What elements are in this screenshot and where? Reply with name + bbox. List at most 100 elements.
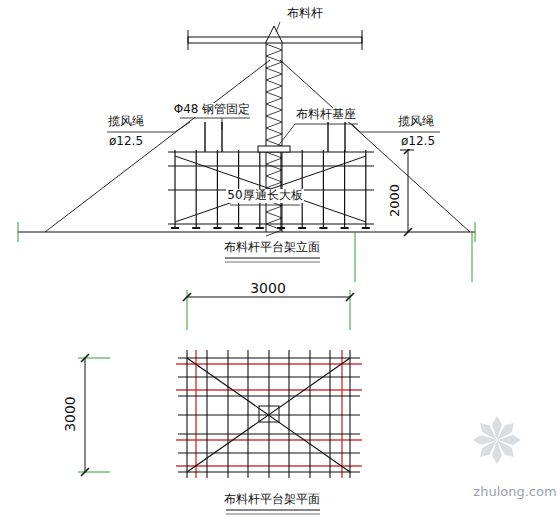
leader-line bbox=[276, 22, 280, 32]
mast-lacing bbox=[266, 44, 282, 50]
base-plate bbox=[277, 227, 285, 229]
plan-rail-line bbox=[178, 395, 360, 396]
mast-lacing bbox=[266, 98, 282, 104]
plan-post-line bbox=[186, 350, 187, 478]
boom-end bbox=[188, 30, 189, 50]
dimension-tick bbox=[404, 228, 412, 236]
boom-base bbox=[258, 146, 290, 152]
frame-line bbox=[472, 232, 473, 282]
mast-lacing bbox=[266, 230, 282, 236]
watermark-logo bbox=[473, 416, 521, 464]
callout-label: 揽风绳 bbox=[107, 115, 145, 129]
base-plate bbox=[256, 227, 264, 229]
callout-label: 布料杆基座 bbox=[295, 108, 357, 122]
mast-lacing bbox=[266, 50, 282, 56]
plan-post-line bbox=[227, 350, 228, 478]
mast-lacing bbox=[266, 152, 282, 158]
plan-rail-line bbox=[178, 357, 360, 358]
mast-lacing bbox=[266, 182, 282, 188]
title-underline bbox=[225, 262, 320, 263]
dimension-text: 3000 bbox=[249, 280, 287, 296]
mast-lacing bbox=[266, 74, 282, 80]
callout-label: ø12.5 bbox=[400, 135, 436, 149]
scaffold-post bbox=[365, 150, 366, 228]
scaffold-rail bbox=[168, 165, 374, 166]
mast-chord bbox=[266, 42, 267, 232]
view-title: 布料杆平台架平面 bbox=[223, 493, 321, 507]
break-mark bbox=[18, 222, 19, 242]
dimension-tick bbox=[81, 354, 89, 362]
scaffold-post bbox=[323, 150, 324, 228]
boom-base-plan bbox=[259, 406, 279, 422]
break-mark bbox=[475, 222, 476, 242]
boom-arm bbox=[188, 37, 362, 43]
mast-lacing bbox=[266, 212, 282, 218]
fixing-tube bbox=[344, 122, 345, 152]
leader-underline bbox=[295, 124, 358, 125]
base-plate bbox=[341, 227, 349, 229]
callout-label: Φ48 钢管固定 bbox=[173, 103, 252, 117]
mast-lacing bbox=[266, 134, 282, 140]
plan-rail-line bbox=[178, 471, 360, 472]
scaffold-post bbox=[217, 150, 218, 228]
plan-post-line bbox=[349, 350, 350, 478]
leader-line bbox=[278, 124, 295, 146]
dimension-line bbox=[187, 297, 350, 298]
base-plate bbox=[171, 227, 179, 229]
mast-lacing bbox=[266, 170, 282, 176]
boom-end bbox=[362, 30, 363, 50]
leader-underline bbox=[107, 132, 175, 133]
callout-label: 揽风绳 bbox=[397, 115, 435, 129]
red-tube bbox=[341, 350, 342, 478]
watermark: zhulong.com bbox=[472, 485, 557, 500]
scaffold-post bbox=[196, 150, 197, 228]
mast-lacing bbox=[266, 80, 282, 86]
mast-lacing bbox=[266, 116, 282, 122]
callout-label: ø12.5 bbox=[108, 135, 144, 149]
plan-brace bbox=[187, 358, 350, 472]
mast-chord bbox=[282, 42, 283, 232]
plan-brace bbox=[187, 358, 350, 472]
title-underline bbox=[226, 514, 320, 515]
guy-rope bbox=[280, 60, 470, 232]
scaffold-post bbox=[174, 150, 175, 228]
mast-tip bbox=[266, 26, 282, 42]
plan-rail-line bbox=[178, 452, 360, 453]
dimension-tick bbox=[81, 468, 89, 476]
mast-lacing bbox=[266, 158, 282, 164]
mast-lacing bbox=[266, 218, 282, 224]
callout-label: 布料杆 bbox=[286, 7, 324, 21]
base-plate bbox=[362, 227, 370, 229]
dimension-tick bbox=[346, 293, 354, 301]
guy-rope bbox=[45, 60, 270, 232]
view-title: 布料杆平台架立面 bbox=[223, 241, 321, 255]
plan-rail-line bbox=[178, 376, 360, 377]
mast-lacing bbox=[266, 128, 282, 134]
base-plate bbox=[213, 227, 221, 229]
extension-line bbox=[78, 358, 110, 359]
dimension-text: 3000 bbox=[62, 395, 78, 433]
leader-line bbox=[352, 124, 360, 132]
plan-post-line bbox=[247, 350, 248, 478]
mast-lacing bbox=[266, 206, 282, 212]
leader-underline bbox=[360, 132, 440, 133]
plan-rail-line bbox=[178, 433, 360, 434]
title-underline bbox=[225, 258, 320, 259]
fixing-tube bbox=[327, 122, 328, 152]
plan-post-line bbox=[309, 350, 310, 478]
cross-brace bbox=[175, 156, 366, 222]
mast-lacing bbox=[266, 122, 282, 128]
dimension-tick bbox=[183, 293, 191, 301]
leader-underline bbox=[180, 118, 250, 119]
dimension-line bbox=[408, 150, 409, 232]
cross-brace bbox=[175, 156, 366, 222]
mast-lacing bbox=[266, 176, 282, 182]
extension-line bbox=[78, 472, 110, 473]
dimension-line bbox=[85, 358, 86, 472]
base-plate bbox=[319, 227, 327, 229]
dimension-text: 2000 bbox=[389, 182, 404, 217]
frame-line bbox=[355, 232, 356, 282]
base-plate bbox=[298, 227, 306, 229]
